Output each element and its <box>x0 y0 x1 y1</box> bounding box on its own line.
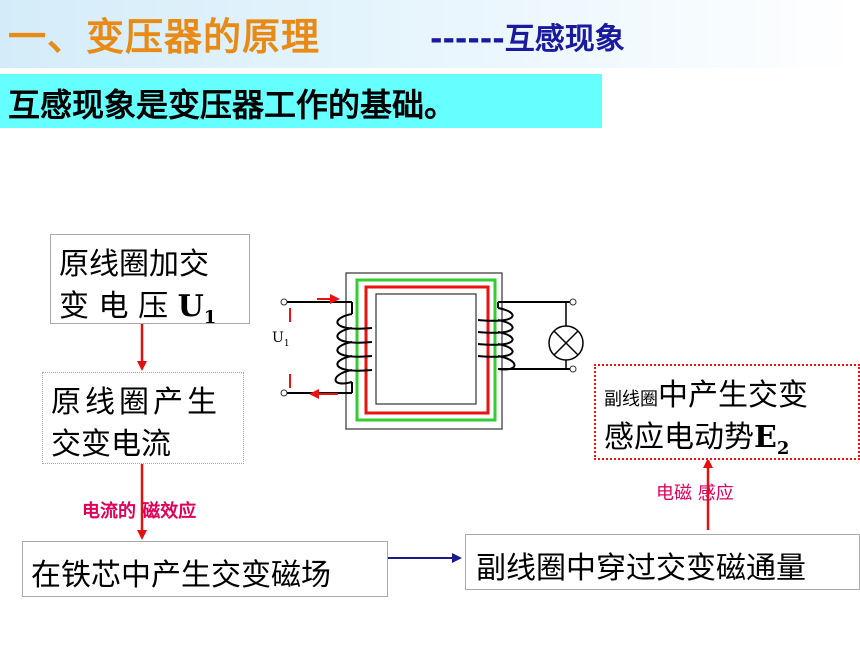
box-secondary-flux: 副线圈中穿过交变磁通量 <box>465 534 860 590</box>
iron-core-inner <box>375 293 477 405</box>
intro-highlight <box>0 74 602 128</box>
flux-loop-green <box>355 278 497 422</box>
flux-loop-red <box>364 285 490 415</box>
page-subtitle: ------互感现象 <box>430 22 625 57</box>
box5-line2: 感应电动势E2 <box>604 420 790 459</box>
title-bar <box>0 0 860 68</box>
u1-diagram-label: U1 <box>272 330 290 349</box>
box-induced-emf: 副线圈中产生交变 感应电动势E2 <box>594 364 860 460</box>
box2-line2: 交变电流 <box>51 427 171 462</box>
page-title: 一、变压器的原理 <box>8 15 321 59</box>
lamp-icon <box>548 325 584 361</box>
secondary-coil <box>477 307 516 371</box>
box-primary-current: 原线圈产生 交变电流 <box>42 372 244 464</box>
box1-line2: 变 电 压 U1 <box>59 289 217 328</box>
box-alternating-field: 在铁芯中产生交变磁场 <box>22 541 388 597</box>
label-magnetic-effect: 电流的 磁效应 <box>82 501 197 522</box>
primary-terminal-bottom <box>280 389 288 397</box>
box2-line1: 原线圈产生 <box>51 385 221 420</box>
box-primary-voltage: 原线圈加交 变 电 压 U1 <box>50 234 250 328</box>
box1-line1: 原线圈加交 <box>59 247 209 282</box>
box5-line1: 副线圈中产生交变 <box>604 378 808 413</box>
intro-statement: 互感现象是变压器工作的基础。 <box>8 86 457 124</box>
label-electromagnetic-induction: 电磁 感应 <box>656 483 734 504</box>
primary-terminal-top <box>280 298 288 306</box>
primary-coil <box>334 313 373 385</box>
